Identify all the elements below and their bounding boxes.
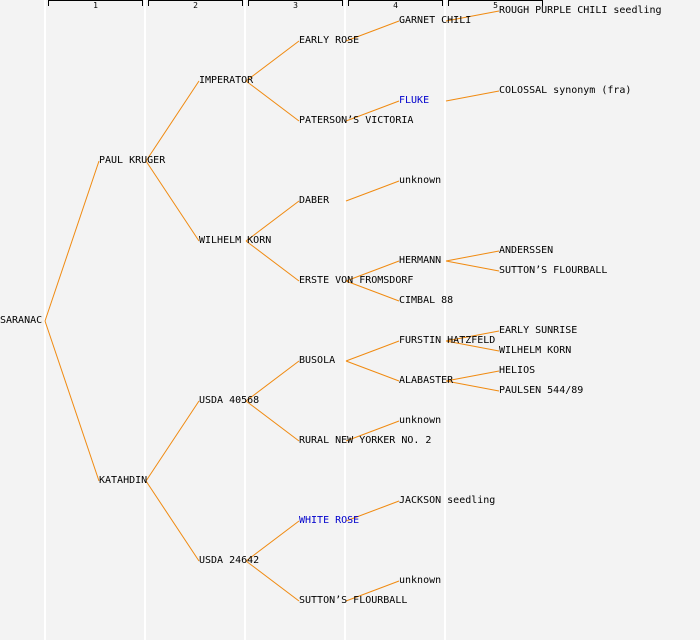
pedigree-node[interactable]: WILHELM KORN bbox=[499, 345, 572, 356]
pedigree-node[interactable]: USDA 40568 bbox=[199, 395, 260, 406]
pedigree-link bbox=[345, 180, 400, 202]
pedigree-link bbox=[445, 330, 500, 342]
column-number: 1 bbox=[93, 1, 98, 10]
pedigree-link bbox=[44, 320, 100, 482]
pedigree-link bbox=[345, 20, 400, 42]
pedigree-link bbox=[145, 400, 200, 482]
pedigree-node[interactable]: unknown bbox=[399, 575, 442, 586]
column-header-3 bbox=[248, 0, 343, 6]
column-separator bbox=[244, 0, 246, 640]
pedigree-node[interactable]: HERMANN bbox=[399, 255, 442, 266]
column-separator bbox=[344, 0, 346, 640]
pedigree-node[interactable]: DABER bbox=[299, 195, 330, 206]
column-header-2 bbox=[148, 0, 243, 6]
pedigree-node[interactable]: SUTTON’S FLOURBALL bbox=[299, 595, 408, 606]
pedigree-link bbox=[145, 480, 200, 562]
pedigree-link bbox=[44, 160, 100, 322]
pedigree-link bbox=[345, 360, 400, 382]
pedigree-node[interactable]: BUSOLA bbox=[299, 355, 336, 366]
pedigree-link bbox=[345, 580, 400, 602]
pedigree-node[interactable]: ERSTE VON FROMSDORF bbox=[299, 275, 414, 286]
pedigree-node[interactable]: COLOSSAL synonym (fra) bbox=[499, 85, 632, 96]
pedigree-node[interactable]: JACKSON seedling bbox=[399, 495, 496, 506]
column-header-5 bbox=[448, 0, 543, 6]
pedigree-link bbox=[345, 260, 400, 282]
pedigree-node[interactable]: SARANAC bbox=[0, 315, 43, 326]
column-number: 2 bbox=[193, 1, 198, 10]
pedigree-node[interactable]: FLUKE bbox=[399, 95, 430, 106]
pedigree-link bbox=[245, 520, 300, 562]
pedigree-link bbox=[245, 200, 300, 242]
pedigree-link bbox=[345, 500, 400, 522]
pedigree-node[interactable]: PATERSON’S VICTORIA bbox=[299, 115, 414, 126]
pedigree-link bbox=[345, 280, 400, 302]
pedigree-link bbox=[445, 260, 500, 272]
pedigree-link bbox=[445, 380, 500, 392]
pedigree-node[interactable]: unknown bbox=[399, 175, 442, 186]
pedigree-node[interactable]: FURSTIN HATZFELD bbox=[399, 335, 496, 346]
pedigree-node[interactable]: ROUGH PURPLE CHILI seedling bbox=[499, 5, 662, 16]
pedigree-link bbox=[445, 90, 500, 102]
pedigree-node[interactable]: EARLY ROSE bbox=[299, 35, 360, 46]
pedigree-link bbox=[245, 240, 300, 282]
pedigree-link bbox=[245, 360, 300, 402]
pedigree-link bbox=[445, 250, 500, 262]
pedigree-node[interactable]: USDA 24642 bbox=[199, 555, 260, 566]
pedigree-link bbox=[245, 40, 300, 82]
pedigree-node[interactable]: ANDERSSEN bbox=[499, 245, 554, 256]
column-separator bbox=[444, 0, 446, 640]
pedigree-link bbox=[145, 160, 200, 242]
pedigree-link bbox=[245, 80, 300, 122]
pedigree-link bbox=[445, 370, 500, 382]
column-number: 5 bbox=[493, 1, 498, 10]
pedigree-node[interactable]: CIMBAL 88 bbox=[399, 295, 454, 306]
pedigree-link bbox=[345, 340, 400, 362]
column-number: 4 bbox=[393, 1, 398, 10]
column-header-1 bbox=[48, 0, 143, 6]
pedigree-link bbox=[345, 100, 400, 122]
pedigree-node[interactable]: SUTTON’S FLOURBALL bbox=[499, 265, 608, 276]
pedigree-node[interactable]: PAULSEN 544/89 bbox=[499, 385, 584, 396]
pedigree-link bbox=[245, 400, 300, 442]
pedigree-node[interactable]: EARLY SUNRISE bbox=[499, 325, 578, 336]
pedigree-node[interactable]: ALABASTER bbox=[399, 375, 454, 386]
pedigree-node[interactable]: RURAL NEW YORKER NO. 2 bbox=[299, 435, 432, 446]
pedigree-node[interactable]: GARNET CHILI bbox=[399, 15, 472, 26]
column-number: 3 bbox=[293, 1, 298, 10]
pedigree-node[interactable]: WILHELM KORN bbox=[199, 235, 272, 246]
pedigree-node[interactable]: unknown bbox=[399, 415, 442, 426]
pedigree-node[interactable]: IMPERATOR bbox=[199, 75, 254, 86]
pedigree-link bbox=[445, 10, 500, 22]
pedigree-node[interactable]: HELIOS bbox=[499, 365, 536, 376]
column-header-4 bbox=[348, 0, 443, 6]
pedigree-link bbox=[145, 80, 200, 162]
pedigree-node[interactable]: KATAHDIN bbox=[99, 475, 148, 486]
pedigree-link bbox=[245, 560, 300, 602]
pedigree-node[interactable]: WHITE ROSE bbox=[299, 515, 360, 526]
pedigree-link bbox=[445, 340, 500, 352]
pedigree-node[interactable]: PAUL KRUGER bbox=[99, 155, 166, 166]
pedigree-link bbox=[345, 420, 400, 442]
column-separator bbox=[144, 0, 146, 640]
